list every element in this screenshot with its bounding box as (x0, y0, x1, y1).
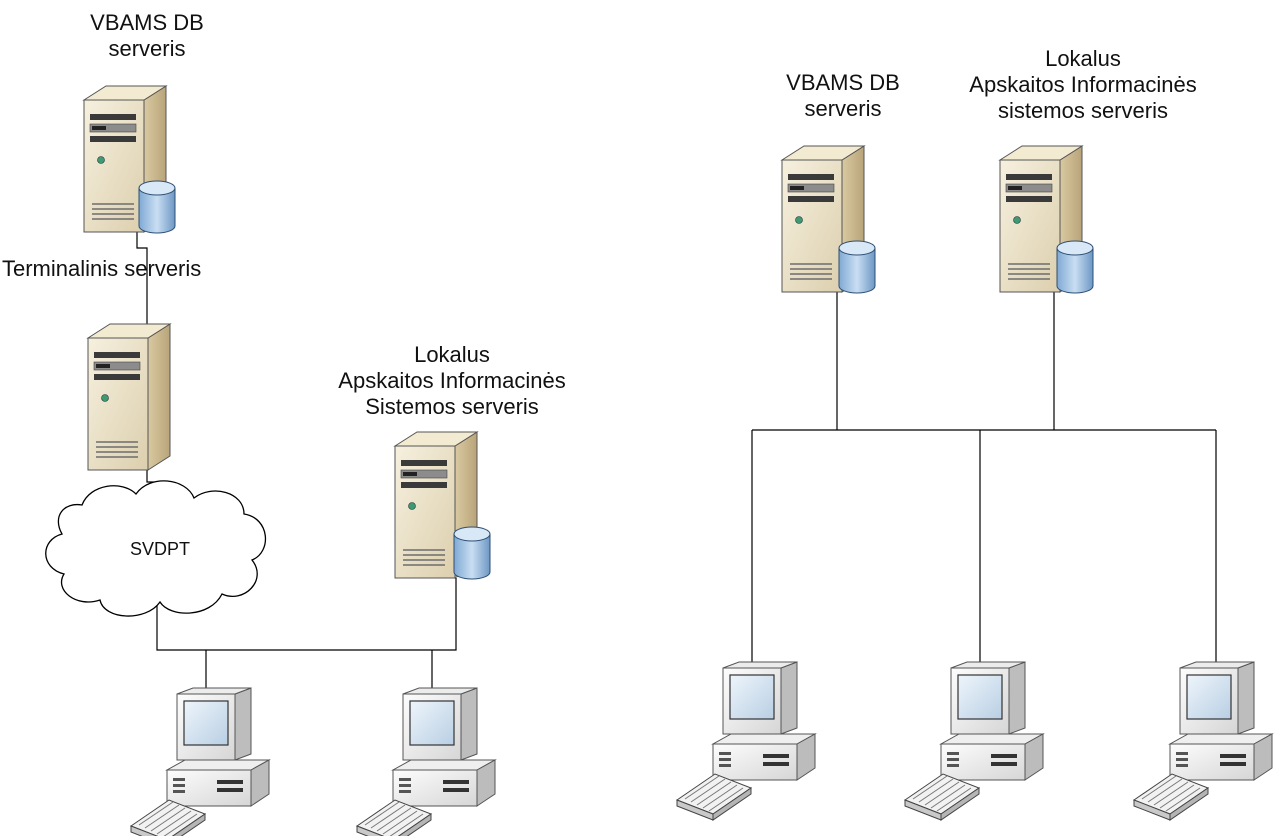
right-db-server (781, 145, 876, 294)
left-db-server (83, 85, 176, 234)
label-line: VBAMS DB (90, 10, 204, 35)
computer-icon (130, 687, 270, 836)
left-workstation-2 (356, 687, 496, 836)
left-workstation-1 (130, 687, 270, 836)
computer-icon (356, 687, 496, 836)
right-workstation-1 (676, 661, 816, 821)
database-icon (838, 240, 876, 294)
left-bus-line (156, 578, 457, 651)
database-icon (453, 526, 491, 580)
database-icon (1056, 240, 1094, 294)
label-line: Lokalus (1045, 46, 1121, 71)
right-db-server-label: VBAMS DB serveris (748, 70, 938, 122)
label-line: SVDPT (129, 539, 190, 559)
left-db-server-label: VBAMS DB serveris (52, 10, 242, 62)
cloud-label: SVDPT (110, 536, 210, 562)
left-local-server (394, 431, 491, 580)
db-to-terminal-line (136, 230, 148, 330)
right-local-server-label: Lokalus Apskaitos Informacinės sistemos … (940, 46, 1226, 124)
computer-icon (904, 661, 1044, 821)
label-line: serveris (804, 96, 882, 121)
right-workstation-3 (1133, 661, 1273, 821)
computer-icon (1133, 661, 1273, 821)
left-local-server-label: Lokalus Apskaitos Informacinės Sistemos … (312, 342, 592, 420)
terminal-server (87, 323, 171, 471)
label-line: Terminalinis serveris (2, 256, 202, 281)
label-line: Apskaitos Informacinės (969, 72, 1197, 97)
right-workstation-2 (904, 661, 1044, 821)
label-line: Apskaitos Informacinės (338, 368, 566, 393)
label-line: VBAMS DB (786, 70, 900, 95)
terminal-server-label: Terminalinis serveris (2, 256, 252, 282)
right-local-server (999, 145, 1094, 294)
right-connection-lines (751, 290, 1217, 662)
right-network (676, 145, 1273, 821)
label-line: serveris (108, 36, 186, 61)
left-connection-lines (136, 230, 457, 688)
label-line: Lokalus (414, 342, 490, 367)
computer-icon (676, 661, 816, 821)
label-line: sistemos serveris (998, 98, 1168, 123)
database-icon (138, 180, 176, 234)
label-line: Sistemos serveris (365, 394, 539, 419)
network-cloud-icon (45, 480, 266, 617)
left-network (45, 85, 496, 836)
